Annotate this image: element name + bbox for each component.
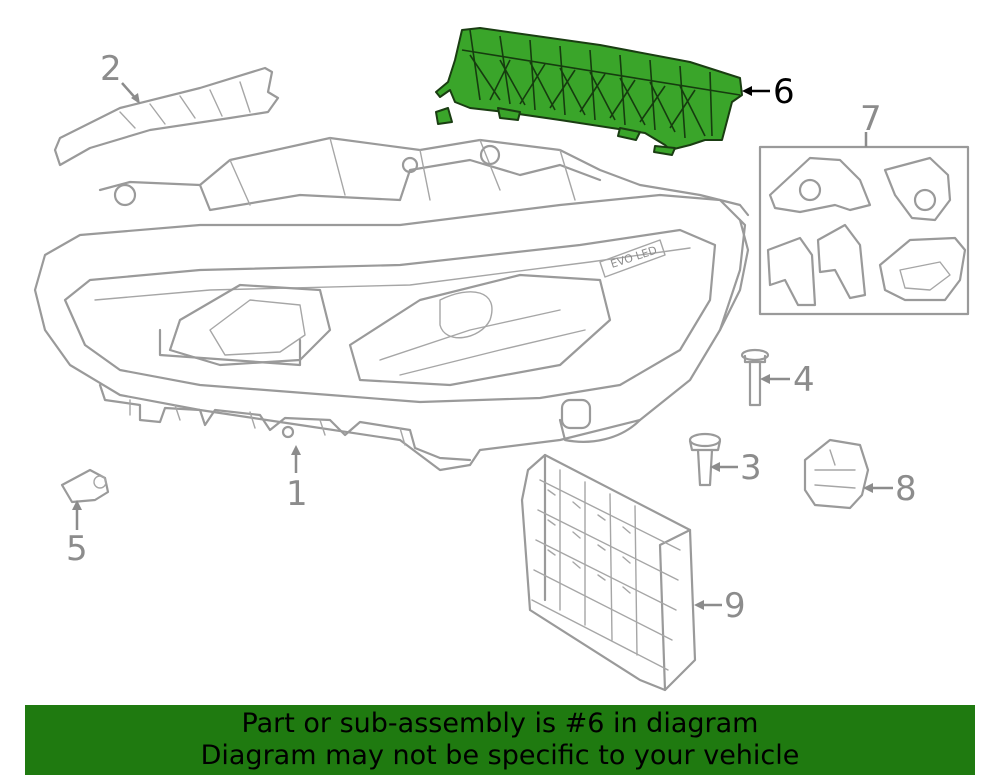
svg-text:2: 2 bbox=[100, 49, 122, 89]
part-info-banner: Part or sub-assembly is #6 in diagram Di… bbox=[25, 705, 975, 775]
callout-2: 2 bbox=[100, 49, 140, 104]
callout-1: 1 bbox=[286, 445, 308, 514]
callout-6: 6 bbox=[742, 72, 795, 112]
callout-7: 7 bbox=[860, 99, 882, 147]
parts-diagram: EVO LED bbox=[33, 27, 970, 692]
svg-text:9: 9 bbox=[724, 586, 746, 626]
part-2-trim-strip[interactable] bbox=[53, 66, 280, 167]
callout-8: 8 bbox=[863, 469, 917, 509]
part-6-bracket[interactable] bbox=[435, 27, 743, 156]
callout-3: 3 bbox=[710, 448, 762, 488]
svg-text:3: 3 bbox=[740, 448, 762, 488]
part-3-bolt[interactable] bbox=[688, 432, 722, 487]
part-8-connector[interactable] bbox=[803, 438, 870, 510]
callout-4: 4 bbox=[760, 360, 815, 400]
banner-line-1: Part or sub-assembly is #6 in diagram bbox=[241, 708, 759, 739]
svg-text:8: 8 bbox=[895, 469, 917, 509]
banner-line-2: Diagram may not be specific to your vehi… bbox=[200, 740, 800, 771]
svg-text:5: 5 bbox=[66, 529, 88, 569]
svg-text:4: 4 bbox=[793, 360, 815, 400]
part-4-screw[interactable] bbox=[740, 348, 770, 407]
part-7-bracket-kit[interactable] bbox=[758, 145, 970, 316]
part-1-headlamp-assembly[interactable]: EVO LED bbox=[33, 136, 750, 472]
part-9-control-module[interactable] bbox=[520, 453, 697, 692]
callout-9: 9 bbox=[694, 586, 746, 626]
svg-text:6: 6 bbox=[773, 72, 795, 112]
svg-text:1: 1 bbox=[286, 474, 308, 514]
svg-text:7: 7 bbox=[860, 99, 882, 139]
part-5-bulb[interactable] bbox=[60, 468, 110, 504]
callout-5: 5 bbox=[66, 500, 88, 569]
